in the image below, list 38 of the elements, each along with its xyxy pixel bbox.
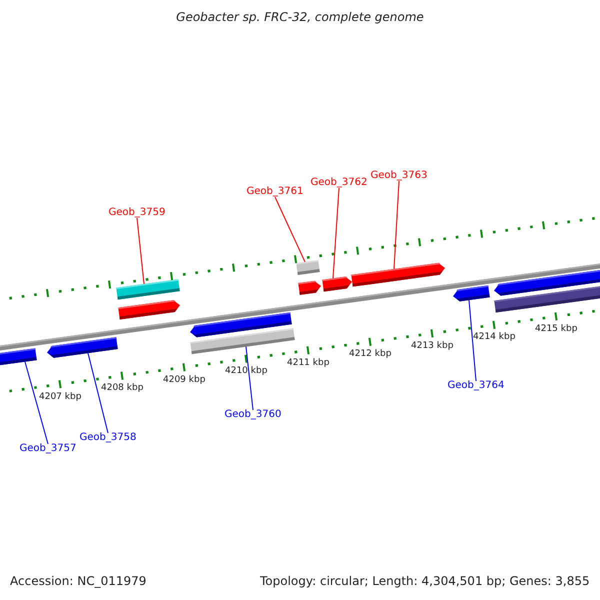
scale-label: 4213 kbp [411, 342, 454, 351]
gene-feature [298, 280, 321, 295]
leader-line [24, 361, 48, 444]
gene-feature [351, 262, 445, 287]
scale-label: 4208 kbp [101, 384, 144, 394]
genome-info-text: Topology: circular; Length: 4,304,501 bp; Genes: 3,855 [260, 575, 590, 587]
gene-bar [190, 328, 295, 354]
leader-line [468, 300, 476, 382]
accession-text: Accession: NC_011979 [10, 575, 146, 587]
scale-label: 4215 kbp [535, 324, 578, 334]
scale-label: 4212 kbp [349, 350, 392, 360]
gene-label: Geob_3759 [108, 208, 166, 218]
title: Geobacter sp. FRC-32, complete genome [175, 11, 425, 23]
gene-bar [494, 284, 600, 313]
gene-feature [322, 276, 352, 292]
scale-label: 4211 kbp [287, 358, 330, 368]
gene-feature [0, 348, 37, 366]
leader-line [394, 180, 400, 270]
leader-line [332, 188, 340, 279]
scale-label: 4207 kbp [39, 392, 82, 402]
gene-label: Geob_3757 [20, 444, 76, 454]
gene-label: Geob_3763 [370, 171, 428, 181]
gene-label: Geob_3758 [80, 433, 136, 443]
gene-label: Geob_3761 [246, 187, 304, 197]
gene-bar [296, 260, 320, 276]
leader-line [136, 218, 144, 284]
gene-bar [116, 279, 180, 300]
gene-feature [453, 285, 490, 302]
scale-label: 4210 kbp [225, 367, 268, 376]
scale-label: 4209 kbp [163, 376, 206, 385]
gene-label: Geob_3762 [310, 178, 368, 188]
leader-line [88, 352, 108, 434]
gene-feature [118, 300, 180, 320]
gene-label: Geob_3764 [448, 381, 504, 391]
leader-line [246, 346, 254, 410]
scale-label: 4214 kbp [473, 333, 516, 342]
gene-feature [47, 337, 118, 358]
gene-label: Geob_3760 [224, 410, 282, 420]
